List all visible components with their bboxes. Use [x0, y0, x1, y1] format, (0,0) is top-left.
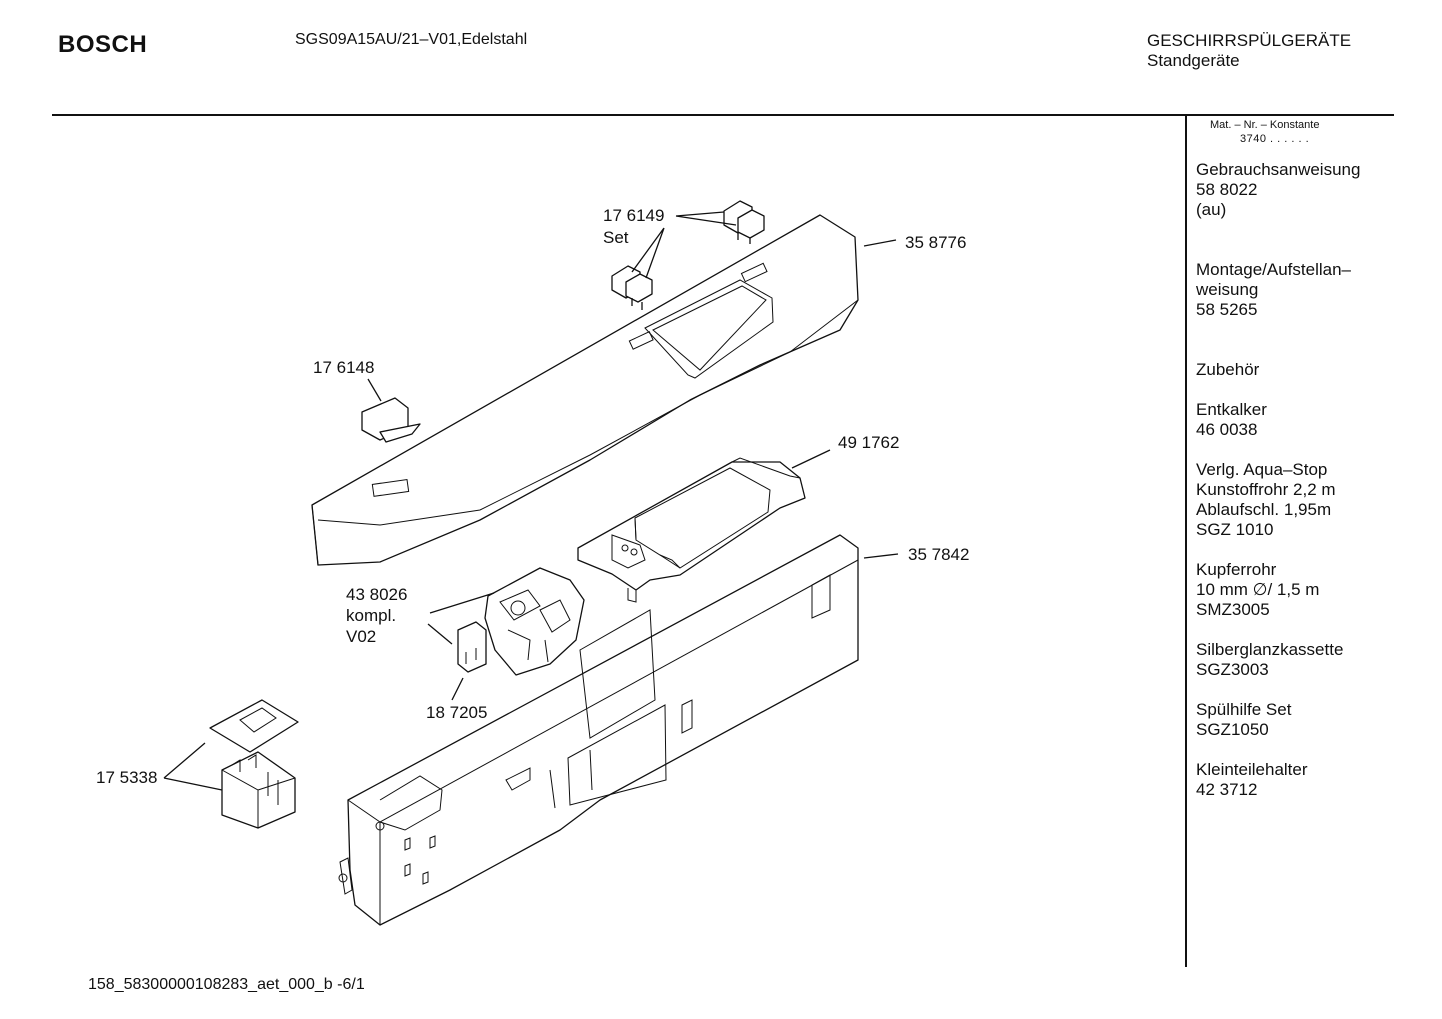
- terminal-block: [209, 699, 299, 829]
- switch-assembly: [484, 567, 585, 676]
- callout-176149: 17 6149: [603, 206, 665, 225]
- callout-491762: 49 1762: [838, 433, 900, 452]
- sidebar-block-gebrauchsanweisung: Gebrauchsanweisung 58 8022 (au): [1196, 160, 1396, 220]
- brand-logo: BOSCH: [58, 31, 148, 58]
- konstante-label: Mat. – Nr. – Konstante: [1210, 119, 1320, 131]
- electronic-module: [577, 457, 806, 603]
- callout-438026: 43 8026: [346, 585, 408, 604]
- callout-357842: 35 7842: [908, 545, 970, 564]
- callout-187205: 18 7205: [426, 703, 488, 722]
- sidebar-block-entkalker: Entkalker 46 0038: [1196, 400, 1396, 440]
- block-line: SGZ 1010: [1196, 520, 1274, 539]
- microswitch: [457, 621, 487, 673]
- header-divider: [52, 114, 1394, 116]
- block-line: Spülhilfe Set: [1196, 700, 1292, 719]
- leader-lines: [163, 211, 899, 791]
- block-line: SGZ3003: [1196, 660, 1269, 679]
- sidebar-block-aqua-stop: Verlg. Aqua–Stop Kunstoffrohr 2,2 m Abla…: [1196, 460, 1396, 540]
- block-line: Montage/Aufstellan–: [1196, 260, 1351, 279]
- control-panel-fascia: [311, 214, 859, 566]
- door-latch-cover: [361, 397, 421, 443]
- konstante-value: 3740 . . . . . .: [1240, 133, 1310, 145]
- block-line: 46 0038: [1196, 420, 1258, 439]
- callout-438026-kompl: kompl.: [346, 606, 397, 625]
- housing-frame: [338, 534, 859, 926]
- sidebar-block-spuelhilfe: Spülhilfe Set SGZ1050: [1196, 700, 1396, 740]
- block-line: 42 3712: [1196, 780, 1258, 799]
- block-line: Gebrauchsanweisung: [1196, 160, 1361, 179]
- sidebar-block-zubehoer: Zubehör: [1196, 360, 1396, 380]
- block-line: SMZ3005: [1196, 600, 1270, 619]
- model-number: SGS09A15AU/21–V01,Edelstahl: [295, 31, 528, 48]
- sidebar-block-kupferrohr: Kupferrohr 10 mm ∅/ 1,5 m SMZ3005: [1196, 560, 1396, 620]
- category-title: GESCHIRRSPÜLGERÄTE: [1147, 31, 1352, 50]
- category-subtitle: Standgeräte: [1147, 51, 1240, 70]
- callout-175338: 17 5338: [96, 768, 158, 787]
- block-line: 58 5265: [1196, 300, 1258, 319]
- block-line: 58 8022: [1196, 180, 1258, 199]
- exploded-parts-diagram: [163, 200, 899, 926]
- document-code: 158_58300000108283_aet_000_b -6/1: [88, 976, 365, 993]
- callout-438026-v02: V02: [346, 627, 377, 646]
- block-line: Entkalker: [1196, 400, 1267, 419]
- block-line: 10 mm ∅/ 1,5 m: [1196, 580, 1320, 599]
- accessories-sidebar: Mat. – Nr. – Konstante 3740 . . . . . . …: [1196, 118, 1396, 800]
- block-line: Ablaufschl. 1,95m: [1196, 500, 1332, 519]
- block-line: Kleinteilehalter: [1196, 760, 1308, 779]
- callout-358776: 35 8776: [905, 233, 967, 252]
- sidebar-divider: [1185, 114, 1187, 967]
- block-line: Kupferrohr: [1196, 560, 1277, 579]
- sidebar-block-kleinteile: Kleinteilehalter 42 3712: [1196, 760, 1396, 800]
- block-line: (au): [1196, 200, 1227, 219]
- block-line: Silberglanzkassette: [1196, 640, 1344, 659]
- sidebar-block-montage: Montage/Aufstellan– weisung 58 5265: [1196, 260, 1396, 320]
- sidebar-block-silberglanz: Silberglanzkassette SGZ3003: [1196, 640, 1396, 680]
- block-line: SGZ1050: [1196, 720, 1269, 739]
- button-set: [611, 200, 765, 310]
- block-line: Kunstoffrohr 2,2 m: [1196, 480, 1336, 499]
- block-line: weisung: [1196, 280, 1259, 299]
- block-line: Verlg. Aqua–Stop: [1196, 460, 1328, 479]
- callout-176148: 17 6148: [313, 358, 375, 377]
- block-line: Zubehör: [1196, 360, 1260, 379]
- callout-176149-set: Set: [603, 228, 629, 247]
